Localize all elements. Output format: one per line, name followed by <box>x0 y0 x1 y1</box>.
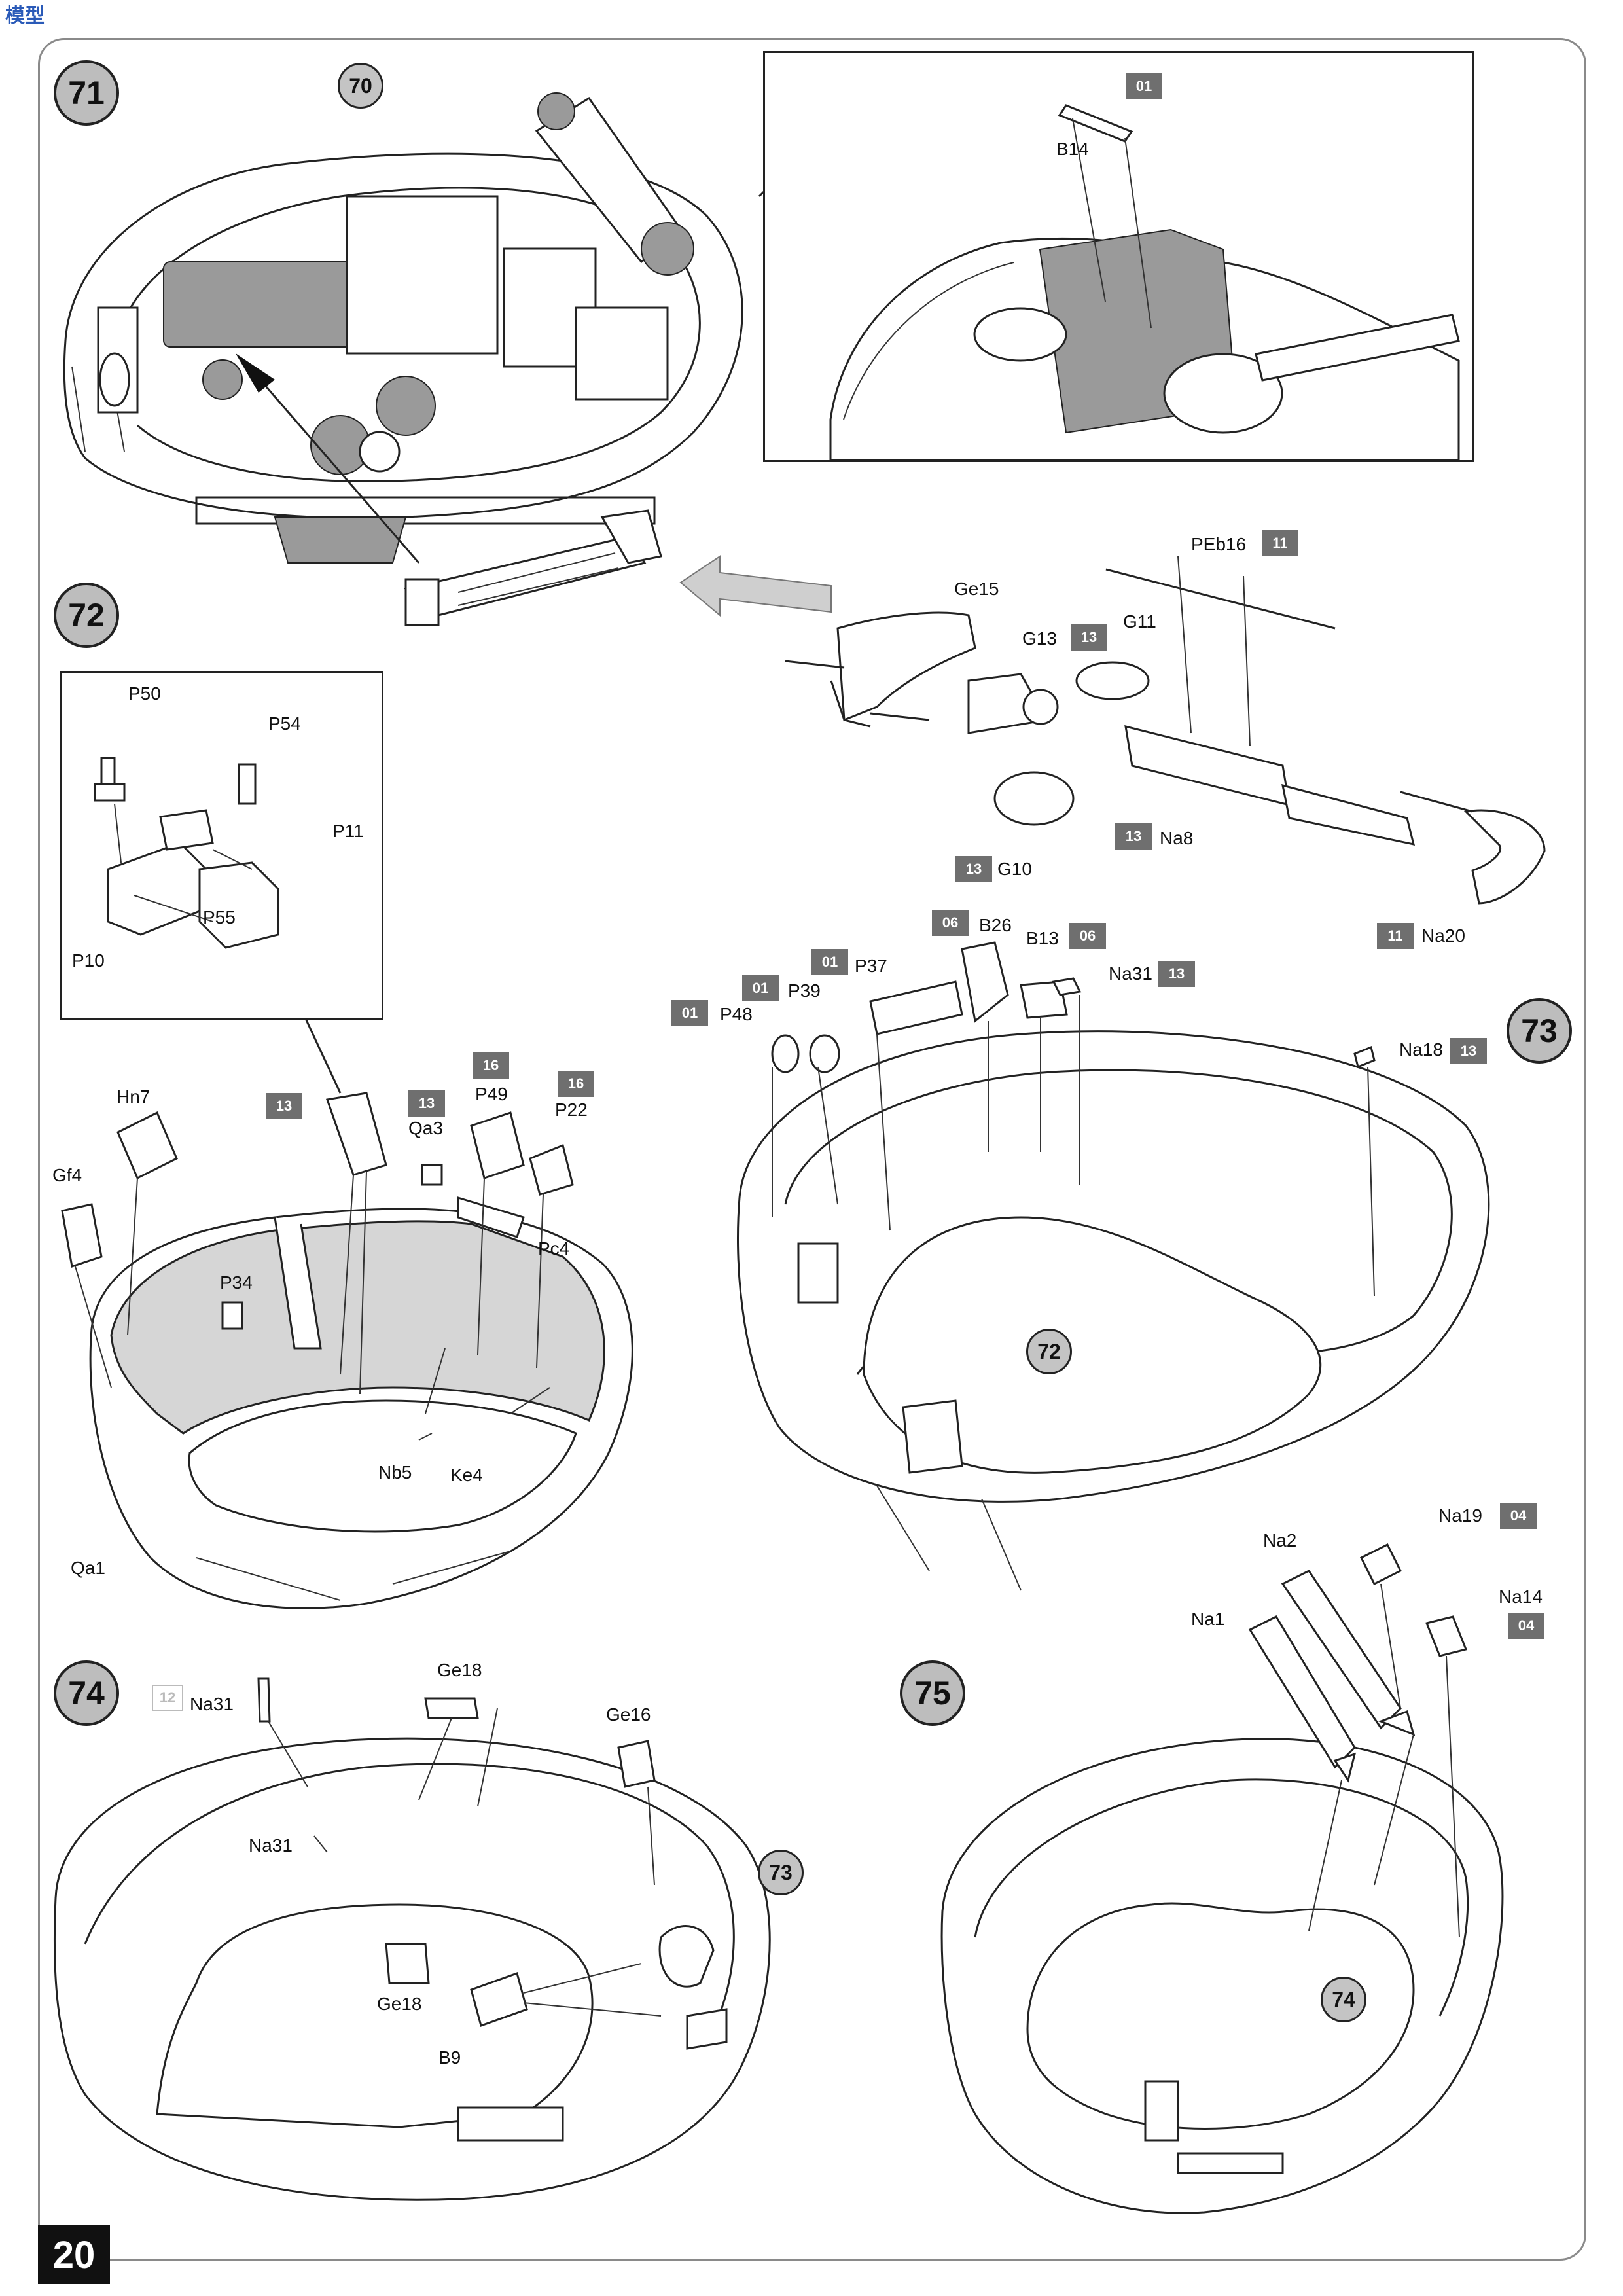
label-p48: P48 <box>720 1004 753 1024</box>
step-number-72: 72 <box>54 583 119 648</box>
label-na2: Na2 <box>1263 1530 1297 1551</box>
paint-code: 11 <box>1262 530 1298 556</box>
label-qa3: Qa3 <box>408 1118 443 1138</box>
label-ge18-top: Ge18 <box>437 1660 482 1680</box>
step-number-75: 75 <box>900 1660 965 1726</box>
label-b26: B26 <box>979 915 1012 935</box>
paint-code: 13 <box>1071 624 1107 651</box>
label-ge16: Ge16 <box>606 1704 651 1725</box>
ref-step-73: 73 <box>758 1850 804 1895</box>
label-b9: B9 <box>438 2047 461 2068</box>
label-pc4: Pc4 <box>538 1238 570 1259</box>
paint-code: 16 <box>558 1071 594 1097</box>
label-gf4: Gf4 <box>52 1165 82 1185</box>
direction-arrow <box>679 555 832 617</box>
paint-code: 13 <box>1115 823 1152 850</box>
paint-code: 13 <box>955 856 992 882</box>
page-number: 20 <box>38 2225 110 2284</box>
step-number-71: 71 <box>54 60 119 126</box>
label-na31-73: Na31 <box>1109 963 1152 984</box>
paint-code: 01 <box>812 949 848 975</box>
paint-code: 06 <box>932 910 969 936</box>
label-qa1: Qa1 <box>71 1558 105 1578</box>
label-p55: P55 <box>203 907 236 927</box>
label-p49: P49 <box>475 1084 508 1104</box>
label-nb5: Nb5 <box>378 1462 412 1482</box>
ref-step-74: 74 <box>1321 1977 1366 2022</box>
paint-code: 01 <box>671 1000 708 1026</box>
label-b13: B13 <box>1026 928 1059 948</box>
label-ge18-bottom: Ge18 <box>377 1994 422 2014</box>
step-72-parts <box>61 1092 574 1441</box>
inset-72-drawing <box>94 757 279 949</box>
label-hn7: Hn7 <box>116 1086 151 1107</box>
step-number-73: 73 <box>1507 998 1572 1064</box>
step-73-parts <box>771 941 1376 1297</box>
label-na31-74-top: Na31 <box>190 1694 234 1714</box>
label-ke4: Ke4 <box>450 1465 483 1485</box>
paint-code: 06 <box>1069 923 1106 949</box>
page-border <box>38 38 1586 2261</box>
inset-71-detail <box>763 51 1474 462</box>
step-74-parts <box>257 1677 662 2027</box>
inset-71-drawing <box>829 104 1460 461</box>
paint-code: 04 <box>1500 1503 1537 1529</box>
paint-code: 01 <box>742 975 779 1001</box>
paint-code: 11 <box>1377 923 1414 949</box>
paint-code: 13 <box>1158 961 1195 987</box>
label-b14: B14 <box>1056 139 1089 159</box>
paint-code: 13 <box>408 1090 445 1117</box>
label-p34: P34 <box>220 1272 253 1293</box>
label-na20: Na20 <box>1421 925 1465 946</box>
label-g10: G10 <box>997 859 1032 879</box>
step-75-ring <box>940 1738 1504 2214</box>
label-na8: Na8 <box>1160 828 1194 848</box>
label-p11: P11 <box>332 821 364 841</box>
label-na14: Na14 <box>1499 1587 1543 1607</box>
step-number-74: 74 <box>54 1660 119 1726</box>
label-na31-74-mid: Na31 <box>249 1835 293 1856</box>
paint-code: 01 <box>1126 73 1162 99</box>
label-p54: P54 <box>268 713 301 734</box>
machine-gun-assembly <box>404 509 662 626</box>
label-p39: P39 <box>788 980 821 1001</box>
paint-code: 13 <box>266 1093 302 1119</box>
label-g11: G11 <box>1123 611 1156 632</box>
ref-step-70: 70 <box>338 63 383 109</box>
paint-code: 13 <box>1450 1038 1487 1064</box>
label-p37: P37 <box>855 956 887 976</box>
logo-text: 模型 <box>5 5 45 27</box>
inset-72-detail <box>60 671 383 1020</box>
label-na1: Na1 <box>1191 1609 1225 1629</box>
label-p50: P50 <box>128 683 161 704</box>
gun-parts-exploded <box>785 556 1546 905</box>
step-73-ring <box>737 1030 1490 1591</box>
label-p22: P22 <box>555 1100 588 1120</box>
label-peb16: PEb16 <box>1191 534 1247 554</box>
label-p10: P10 <box>72 950 105 971</box>
paint-code: 16 <box>473 1052 509 1079</box>
paint-code: 04 <box>1508 1613 1544 1639</box>
paint-code: 12 <box>152 1685 183 1711</box>
publisher-logo: 模型 <box>5 5 45 27</box>
step-75-parts <box>1248 1543 1468 1938</box>
label-na19: Na19 <box>1438 1505 1482 1526</box>
label-na18: Na18 <box>1399 1039 1443 1060</box>
label-ge15: Ge15 <box>954 579 999 599</box>
step-71-turret <box>63 92 767 564</box>
ref-step-72: 72 <box>1026 1329 1072 1374</box>
label-g13: G13 <box>1022 628 1057 649</box>
step-72-ring <box>89 1208 633 1609</box>
